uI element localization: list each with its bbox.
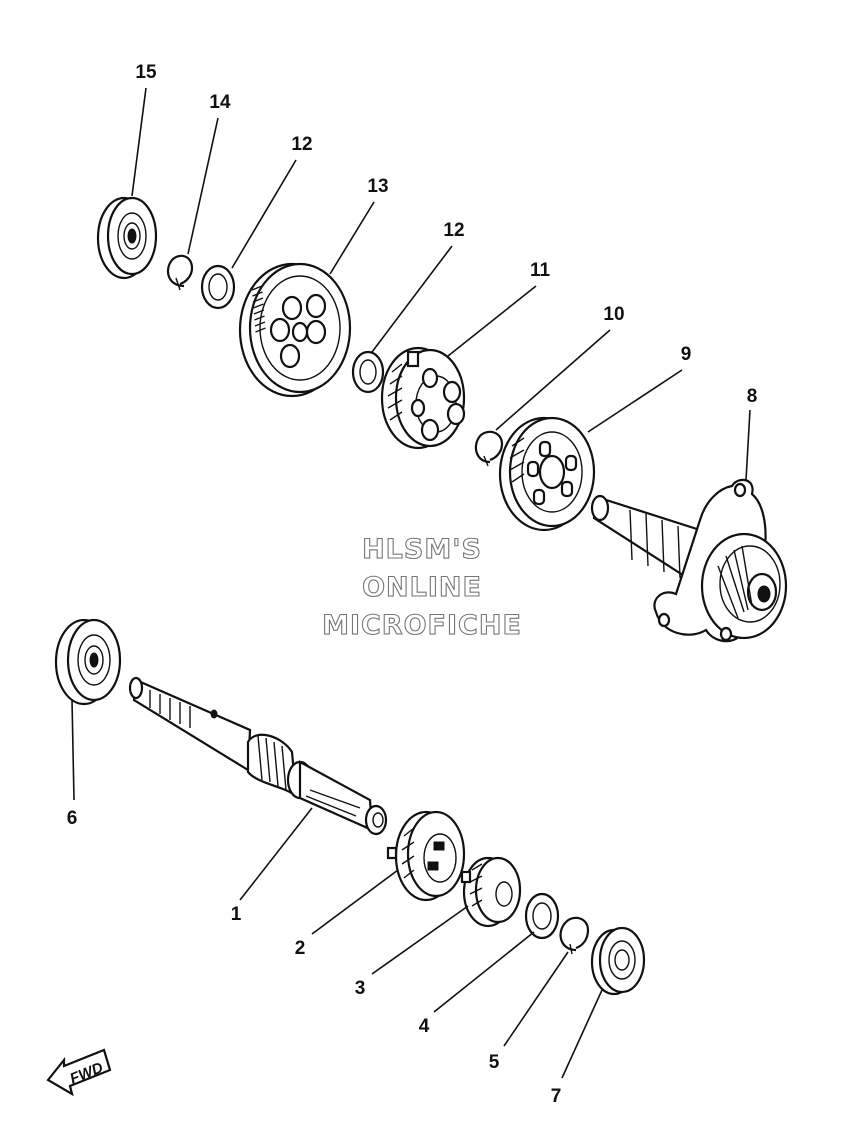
- callout-9: 9: [681, 344, 692, 365]
- part-12-washer-lower: [351, 350, 385, 394]
- part-13-gear: [238, 262, 352, 398]
- part-1-main-shaft: [128, 676, 388, 836]
- callout-2: 2: [295, 938, 306, 959]
- gear-tooth: [252, 297, 264, 303]
- leader-lines: [71, 87, 751, 1079]
- gear-tooth: [253, 303, 264, 309]
- part-10-circlip: [474, 430, 504, 467]
- part-3-gear: [460, 856, 522, 928]
- callout-4: 4: [419, 1016, 430, 1037]
- callout-14: 14: [209, 92, 231, 113]
- gear-tooth: [251, 285, 263, 291]
- callout-15: 15: [135, 62, 157, 83]
- callout-11: 11: [530, 260, 551, 281]
- callout-1: 1: [231, 904, 242, 925]
- callout-7: 7: [551, 1086, 562, 1107]
- callout-10: 10: [603, 304, 624, 325]
- part-6-bearing: [54, 618, 122, 706]
- part-12-washer-upper: [200, 264, 236, 310]
- callout-12-lower: 12: [443, 220, 464, 241]
- part-2-dog-clutch: [386, 810, 466, 902]
- watermark-line-1: HLSM'S: [362, 534, 482, 565]
- part-7-bearing: [590, 926, 646, 996]
- gear-tooth: [254, 315, 265, 321]
- callout-labels: 15 14 12 13 12 11 10 9 8 6 1 2 3 4 5 7: [67, 62, 758, 1107]
- callout-13: 13: [367, 176, 388, 197]
- part-8-output-shaft: [590, 478, 788, 643]
- watermark: HLSM'S ONLINE MICROFICHE: [322, 533, 522, 641]
- part-4-washer: [524, 892, 560, 940]
- callout-5: 5: [489, 1052, 500, 1073]
- part-14-circlip: [166, 254, 194, 291]
- part-11-clutch-hub: [380, 346, 466, 450]
- part-5-circlip: [559, 916, 590, 955]
- gear-tooth: [252, 291, 263, 297]
- callout-3: 3: [355, 978, 366, 999]
- watermark-line-3: MICROFICHE: [322, 610, 522, 641]
- callout-12-upper: 12: [291, 134, 312, 155]
- watermark-line-2: ONLINE: [362, 572, 482, 603]
- gear-tooth: [253, 309, 265, 315]
- part-9-gear: [498, 416, 596, 532]
- callout-8: 8: [747, 386, 758, 407]
- fwd-arrow-icon: FWD: [46, 1048, 112, 1097]
- gear-tooth: [255, 327, 266, 333]
- callout-6: 6: [67, 808, 78, 829]
- gear-tooth: [254, 321, 266, 327]
- part-15-bearing: [96, 196, 158, 280]
